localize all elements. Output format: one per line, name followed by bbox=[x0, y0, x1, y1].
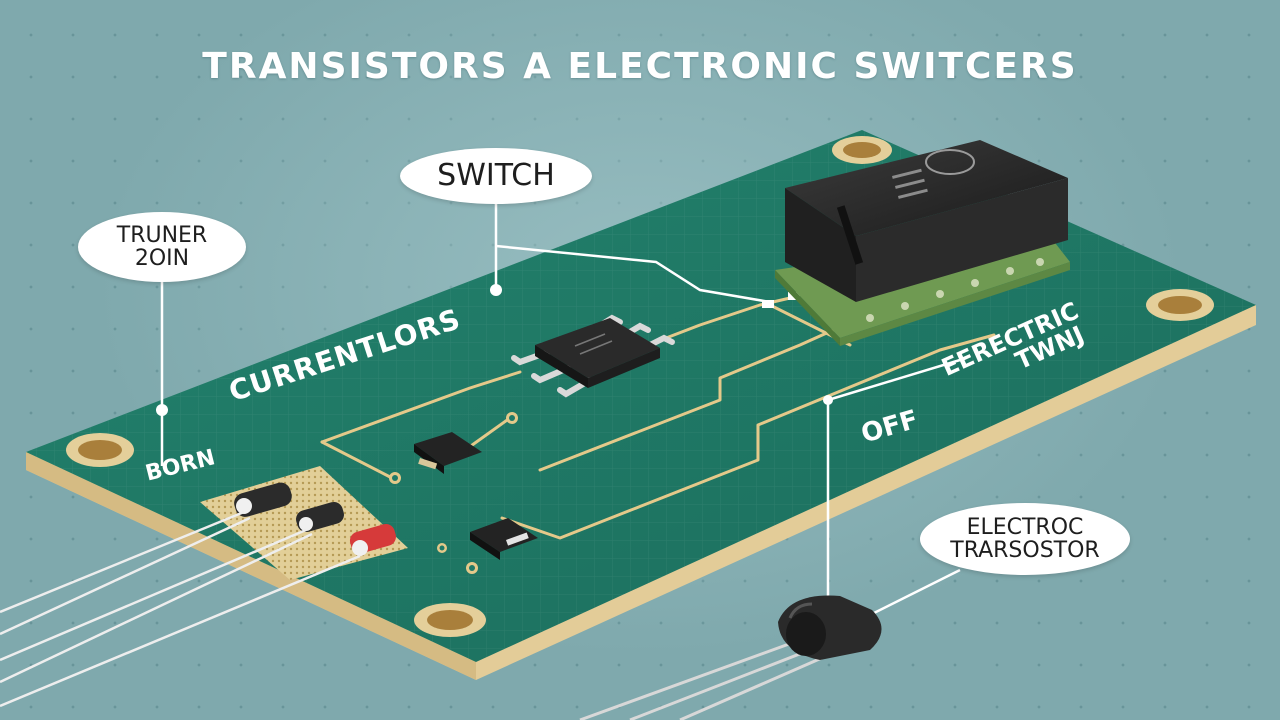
mounting-holes bbox=[66, 136, 1214, 637]
callout-truner: TRUNER 2OIN bbox=[78, 212, 246, 282]
ic-chip bbox=[511, 314, 675, 398]
callout-truner-line1: TRUNER bbox=[116, 222, 208, 248]
through-hole-parts bbox=[200, 466, 408, 580]
leader-lines bbox=[160, 204, 961, 622]
smd-transistor-1 bbox=[414, 432, 482, 474]
page-title: TRANSISTORS A ELECTRONIC SWITCERS bbox=[202, 46, 1078, 87]
callout-switch-label: SWITCH bbox=[437, 158, 555, 194]
pcb-board bbox=[26, 130, 1256, 680]
component-leads bbox=[0, 510, 361, 708]
callout-switch: SWITCH bbox=[400, 148, 592, 204]
to92-transistor bbox=[579, 595, 882, 720]
leader-dots bbox=[156, 284, 833, 416]
callout-electroc-line1: ELECTROC bbox=[966, 514, 1084, 540]
relay-module bbox=[775, 140, 1070, 346]
smd-transistor-2 bbox=[470, 518, 538, 560]
callout-electroc-trarsostor: ELECTROC TRARSOSTOR bbox=[920, 503, 1130, 575]
callout-truner-line2: 2OIN bbox=[134, 246, 190, 271]
callout-electroc-line2: TRARSOSTOR bbox=[950, 538, 1100, 563]
